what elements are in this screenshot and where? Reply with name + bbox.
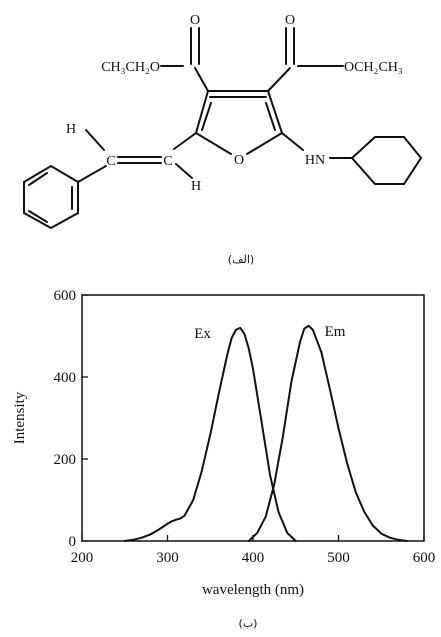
vinyl-carbon-right: C [163, 154, 172, 169]
x-tick-label: 500 [327, 550, 350, 566]
y-axis-title: Intensity [12, 391, 28, 444]
chart-series: Ex Em [123, 324, 408, 542]
amine-cyclohexyl [281, 132, 423, 185]
furan-ring [195, 90, 283, 155]
y-tick-label: 0 [69, 534, 77, 550]
carbonyl-oxygen-left: O [190, 13, 200, 28]
ester-right-bonds [267, 27, 344, 92]
series-line-ex [123, 326, 297, 542]
x-tick-label: 200 [71, 550, 94, 566]
molecule-structure: O O CH₃CH₂O OCH₂CH₃ H C C H O HN [23, 13, 423, 230]
y-tick-label: 200 [54, 452, 77, 468]
x-tick-label: 300 [156, 550, 179, 566]
y-tick-label: 600 [54, 288, 77, 304]
x-tick-label: 600 [413, 550, 436, 566]
series-label-ex: Ex [194, 326, 211, 342]
vinyl-hydrogen-top: H [66, 122, 76, 137]
series-line-em [247, 324, 408, 542]
vinyl-carbon-left: C [106, 154, 115, 169]
plot-frame [81, 294, 425, 542]
ethoxy-right-label: OCH₂CH₃ [344, 60, 403, 75]
ester-left-bonds [160, 27, 209, 92]
x-axis-title: wavelength (nm) [202, 582, 304, 598]
ethoxy-left-label: CH₃CH₂O [101, 60, 160, 75]
y-tick-label: 400 [54, 370, 77, 386]
amine-label: HN [305, 153, 325, 168]
vinyl-hydrogen-bottom: H [191, 179, 201, 194]
caption-a: (الف) [228, 253, 254, 266]
caption-b: (ب) [239, 617, 258, 630]
styryl-group [23, 129, 197, 230]
carbonyl-oxygen-right: O [285, 13, 295, 28]
furan-oxygen: O [234, 153, 244, 168]
x-tick-label: 400 [242, 550, 265, 566]
series-label-em: Em [325, 324, 346, 340]
